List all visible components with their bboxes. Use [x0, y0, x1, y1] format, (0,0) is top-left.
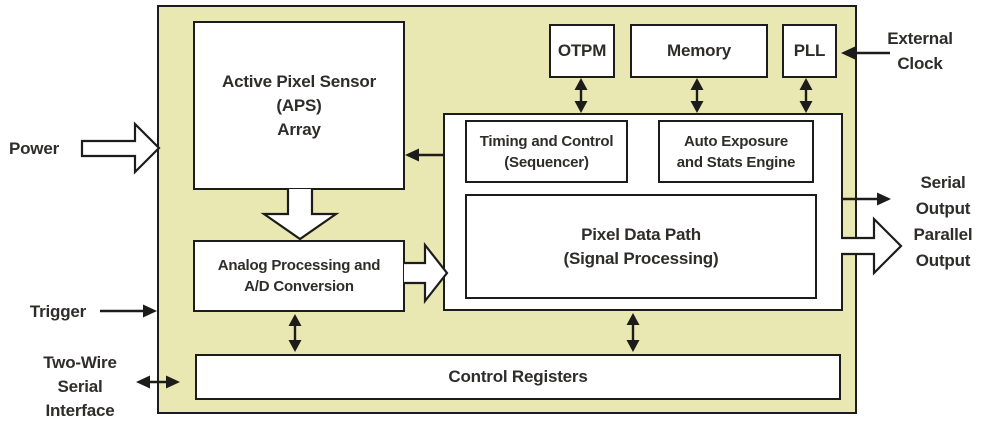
parallel-output-label: Parallel Output	[913, 225, 973, 270]
block-auto-exposure: Auto Exposure and Stats Engine	[658, 120, 814, 183]
trigger-label: Trigger	[29, 302, 87, 321]
block-memory: Memory	[630, 24, 768, 78]
block-control-registers: Control Registers	[195, 354, 841, 400]
power-input-arrow	[80, 121, 161, 175]
block-pixel-data-path: Pixel Data Path (Signal Processing)	[465, 194, 817, 299]
serial-output-label: Serial Output	[915, 173, 971, 218]
power-label: Power	[8, 139, 60, 158]
block-aps-array: Active Pixel Sensor (APS) Array	[193, 21, 405, 190]
trigger-arrow	[100, 304, 157, 318]
block-timing-control: Timing and Control (Sequencer)	[465, 120, 628, 183]
two-wire-serial-label: Two-Wire Serial Interface	[43, 353, 117, 420]
external-clock-label: External Clock	[887, 29, 953, 73]
block-pll: PLL	[782, 24, 837, 78]
block-analog-processing: Analog Processing and A/D Conversion	[193, 240, 405, 312]
block-otpm: OTPM	[549, 24, 615, 78]
